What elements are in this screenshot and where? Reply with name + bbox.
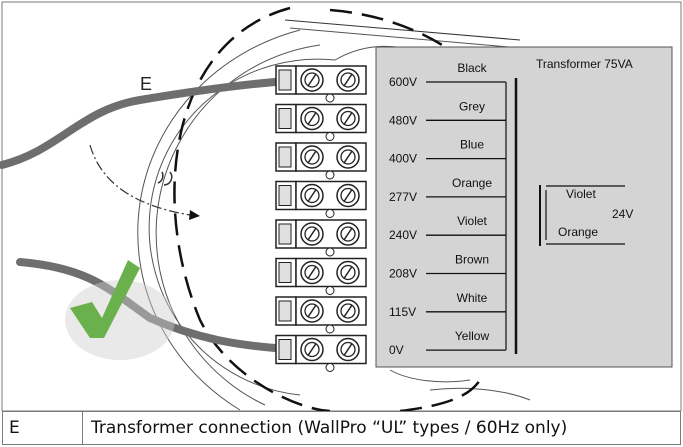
tap-0v: 0V Yellow xyxy=(389,329,506,357)
tap-480v: 480V Grey xyxy=(389,99,506,127)
tap-color-label: Black xyxy=(457,61,487,75)
terminal-row xyxy=(275,334,367,372)
legend-description: Transformer connection (WallPro “UL” typ… xyxy=(91,418,568,438)
housing-notch xyxy=(157,171,173,186)
figure-border xyxy=(1,1,682,411)
terminal-row xyxy=(275,296,367,334)
tap-240v: 240V Violet xyxy=(389,214,506,242)
secondary-top-label: Violet xyxy=(566,187,596,201)
terminal-block xyxy=(275,65,367,372)
terminal-row xyxy=(275,65,367,103)
arrow-head xyxy=(189,210,200,220)
housing-outline xyxy=(137,19,531,411)
tap-voltage-label: 480V xyxy=(389,113,417,127)
tap-400v: 400V Blue xyxy=(389,138,506,166)
terminal-row xyxy=(275,142,367,180)
cables xyxy=(0,78,279,352)
legend-key: E xyxy=(3,412,83,444)
tap-277v: 277V Orange xyxy=(389,176,506,204)
tap-115v: 115V White xyxy=(389,291,506,319)
motion-arrow xyxy=(89,144,191,216)
tap-color-label: Brown xyxy=(455,253,489,267)
terminal-row xyxy=(275,219,367,257)
tap-voltage-label: 277V xyxy=(389,190,417,204)
transformer-title: Transformer 75VA xyxy=(536,57,633,71)
tap-208v: 208V Brown xyxy=(389,253,506,281)
secondary-voltage: 24V xyxy=(612,207,633,221)
tap-color-label: Yellow xyxy=(455,329,490,343)
tap-voltage-label: 400V xyxy=(389,152,417,166)
wiring-diagram: Transformer 75VA 600V Black 480V Grey 400V Bl… xyxy=(0,1,682,411)
tap-voltage-label: 600V xyxy=(389,75,417,89)
callout-letter: E xyxy=(140,74,152,94)
tap-voltage-label: 0V xyxy=(389,343,404,357)
tap-color-label: Grey xyxy=(459,99,485,113)
terminal-row xyxy=(275,103,367,141)
tap-color-label: Orange xyxy=(452,176,492,190)
tap-color-label: White xyxy=(457,291,488,305)
primary-taps: 600V Black 480V Grey 400V Blue 277V Orange 240V V… xyxy=(389,61,506,357)
secondary-winding xyxy=(539,185,625,246)
dashed-outline xyxy=(173,6,482,411)
tap-voltage-label: 115V xyxy=(389,305,416,319)
tap-voltage-label: 240V xyxy=(389,228,417,242)
legend-row: E Transformer connection (WallPro “UL” t… xyxy=(2,411,681,445)
tap-color-label: Violet xyxy=(457,214,487,228)
terminal-row xyxy=(275,180,367,218)
terminal-row xyxy=(275,257,367,295)
tap-color-label: Blue xyxy=(460,138,484,152)
checkmark-icon xyxy=(65,260,175,360)
transformer-panel xyxy=(375,46,673,368)
tap-600v: 600V Black xyxy=(389,61,506,89)
secondary-bottom-label: Orange xyxy=(558,225,598,239)
tap-voltage-label: 208V xyxy=(389,267,417,281)
